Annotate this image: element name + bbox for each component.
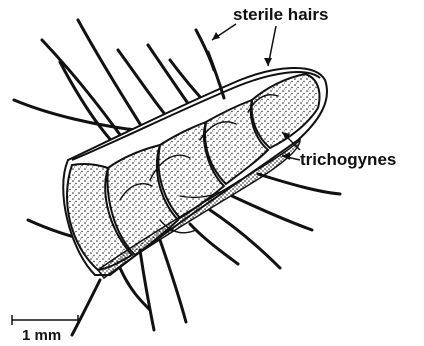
organ-body: [63, 68, 327, 278]
scale-bar: 1 mm: [12, 315, 78, 344]
sterile-hairs-label: sterile hairs: [233, 5, 328, 24]
scale-bar-label: 1 mm: [22, 327, 61, 344]
label-sterile-hairs: sterile hairs: [212, 5, 328, 66]
trichogynes-label: trichogynes: [300, 150, 396, 169]
